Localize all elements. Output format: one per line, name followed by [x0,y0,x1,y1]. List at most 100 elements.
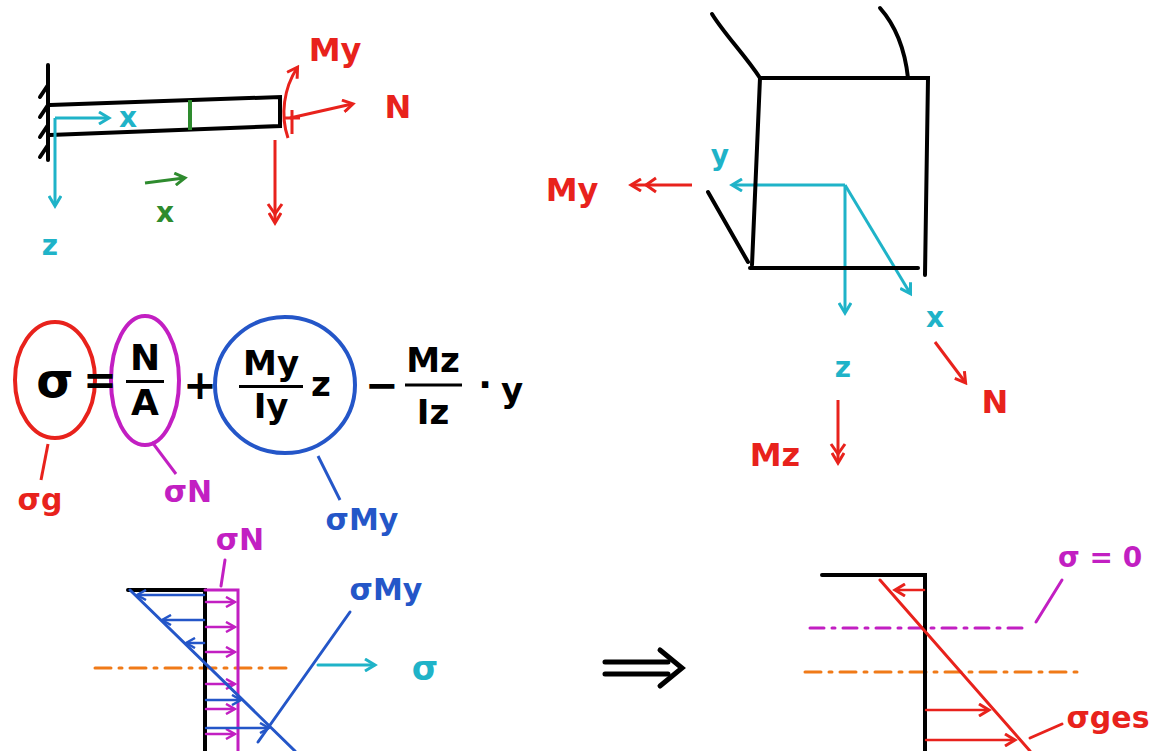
leader-lines [41,444,48,480]
formula-text: My [239,345,303,387]
axis-label: y [711,142,729,170]
stress-diagram [206,708,234,711]
circle-outline [215,317,355,453]
axis-label: x [156,199,174,227]
section-mark [145,100,190,183]
stress-label: σN [164,477,212,507]
implies-arrow [605,662,668,674]
axis-arrows [733,184,845,187]
cross-section [752,78,760,265]
stress-diagram [206,626,234,629]
result-diagram [880,580,1030,751]
stress-label: σges [1066,703,1149,733]
load-arrows [268,68,352,222]
moment-arrows [646,178,656,192]
cross-section [760,78,928,275]
result-diagram [896,590,1014,740]
stress-diagram [206,601,234,604]
formula-term: Mz [406,343,460,377]
moment-label: Mz [750,439,800,471]
formula-term: y [501,373,523,407]
stress-diagram [187,642,204,645]
load-arrows [268,204,282,214]
equals-sign: = [83,360,117,400]
formula-text: z [311,366,331,403]
cross-section [750,266,918,270]
axis-arrows [55,118,910,312]
beam-sketch [50,97,280,135]
moment-arrows [935,342,965,382]
text-column: z [311,366,331,403]
minus-sign: − [365,365,399,405]
implies-arrow [660,650,682,686]
result-diagram [1036,580,1062,622]
circled-term: MyIyz [213,315,357,455]
axis-label: z [835,354,851,382]
stress-diagram [318,664,374,667]
stress-diagram [258,612,350,742]
leader-lines [152,442,176,474]
moment-arrows [632,184,692,187]
result-diagram [896,589,924,592]
stress-diagram [128,590,205,751]
formula-text: σ [36,354,73,407]
fraction-bar [405,384,462,387]
axis-arrows [845,185,910,293]
stress-label: σMy [350,575,423,605]
stress-diagram [163,619,204,622]
moment-arrows [831,444,845,454]
fraction-bar [405,384,462,387]
zero-line-label: σ = 0 [1058,544,1142,572]
axis-arrows [55,117,108,120]
cross-section [708,8,928,275]
stress-label: σ [412,651,438,685]
axis-label: x [119,104,137,132]
plus-sign: + [183,365,217,405]
axis-label: x [926,304,944,332]
formula-text: A [131,383,159,423]
moment-arrows [632,178,965,462]
stress-diagram [95,560,374,751]
axis-arrows [844,185,847,312]
force-label: N [385,91,412,123]
result-diagram [926,709,988,712]
stress-label: σMy [326,505,399,535]
formula-text: Iy [254,388,289,425]
text-column: NA [126,338,164,422]
moment-label: My [546,174,599,206]
cross-section [712,14,760,78]
result-diagram [822,575,925,751]
dot-operator: · [478,367,492,403]
stress-diagram [138,594,204,597]
section-mark [188,100,192,130]
stress-diagram [206,699,240,702]
axis-label: z [42,232,58,260]
stress-diagram [221,560,225,586]
text-row: MyIyz [239,345,331,425]
result-diagram [805,575,1085,751]
text-column: MyIy [239,345,303,425]
text-row: NA [126,338,164,422]
result-diagram [926,739,1014,742]
load-arrows [284,68,297,138]
stress-diagram [206,651,234,654]
circle-outline [111,316,179,445]
moment-label: My [309,34,362,66]
stress-diagram [206,683,234,686]
text-column: σ [36,354,73,407]
cross-section [708,192,748,262]
circled-term: NA [109,314,181,447]
stress-label: σN [216,525,264,555]
beam-sketch [40,65,280,160]
load-arrows [290,104,352,118]
result-diagram [1030,724,1062,738]
beam-sketch [40,85,48,157]
axis-arrows [54,118,57,205]
cross-section [880,8,908,78]
force-label: N [982,386,1009,418]
leader-lines [318,456,340,500]
stress-diagram [95,667,290,670]
implies-arrow [605,650,682,686]
stress-label: σg [18,485,63,515]
